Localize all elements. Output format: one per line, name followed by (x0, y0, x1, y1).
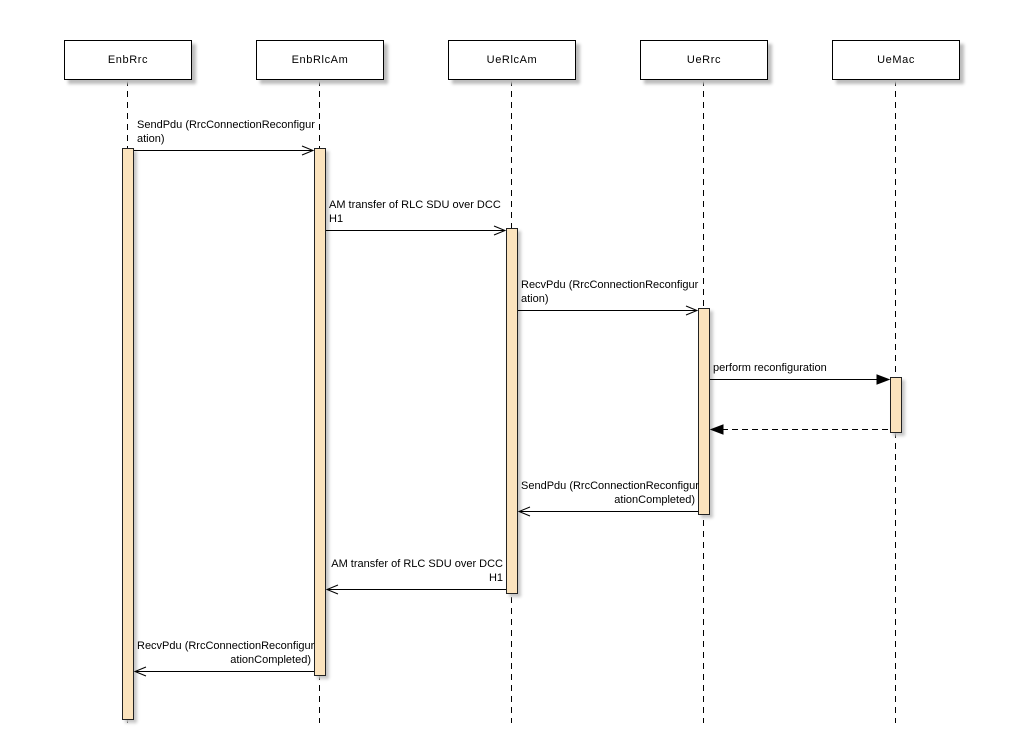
message-label-line2: ation) (521, 293, 549, 305)
message-label-line1: AM transfer of RLC SDU over DCC (331, 558, 503, 570)
message-label: AM transfer of RLC SDU over DCC H1 (326, 198, 506, 226)
participant-label-enbrrc: EnbRrc (107, 54, 149, 66)
activation-bar-enbrlcam (314, 148, 326, 676)
arrow-left-open-icon (134, 666, 314, 677)
message-label: RecvPdu (RrcConnectionReconfigur ationCo… (134, 639, 314, 667)
message-sendpdu-reconfiguration: SendPdu (RrcConnectionReconfigur ation) (134, 116, 315, 157)
message-label-line2: ation) (137, 133, 165, 145)
participant-box-uerlcam: UeRlcAm (448, 40, 576, 80)
message-label-line2: ationCompleted) (230, 654, 311, 666)
message-label-line2: H1 (329, 213, 344, 225)
message-label: SendPdu (RrcConnectionReconfigur ationCo… (518, 479, 699, 507)
message-label: RecvPdu (RrcConnectionReconfigur ation) (518, 278, 698, 306)
participant-box-uemac: UeMac (832, 40, 960, 80)
message-label: perform reconfiguration (710, 361, 890, 375)
message-am-transfer-dl: AM transfer of RLC SDU over DCC H1 (326, 196, 506, 237)
participant-box-uerrc: UeRrc (640, 40, 768, 80)
activation-bar-uerlcam (506, 228, 518, 594)
message-label-line1: RecvPdu (RrcConnectionReconfigur (521, 279, 699, 291)
message-reconfiguration-return (710, 395, 890, 436)
message-label-line1: RecvPdu (RrcConnectionReconfigur (137, 640, 315, 652)
message-sendpdu-reconfiguration-completed: SendPdu (RrcConnectionReconfigur ationCo… (518, 477, 699, 518)
message-recvpdu-reconfiguration: RecvPdu (RrcConnectionReconfigur ation) (518, 276, 698, 317)
participant-label-uemac: UeMac (877, 54, 915, 66)
message-label: AM transfer of RLC SDU over DCC H1 (326, 557, 506, 585)
participant-box-enbrlcam: EnbRlcAm (256, 40, 384, 80)
participant-label-uerrc: UeRrc (686, 54, 722, 66)
arrow-left-open-icon (518, 506, 698, 517)
arrow-right-open-icon (134, 145, 314, 156)
arrow-left-open-icon (326, 584, 506, 595)
activation-bar-uerrc (698, 308, 710, 515)
arrow-right-filled-icon (710, 374, 890, 385)
message-label-line1: AM transfer of RLC SDU over DCC (329, 199, 501, 211)
message-label-line2: ationCompleted) (614, 494, 695, 506)
participant-label-uerlcam: UeRlcAm (486, 54, 538, 66)
message-label-line1: SendPdu (RrcConnectionReconfigur (137, 119, 315, 131)
message-label-line1: perform reconfiguration (713, 362, 827, 374)
participant-label-enbrlcam: EnbRlcAm (291, 54, 349, 66)
arrow-left-filled-dashed-icon (710, 424, 890, 435)
activation-bar-uemac (890, 377, 902, 433)
message-recvpdu-reconfiguration-completed: RecvPdu (RrcConnectionReconfigur ationCo… (134, 637, 314, 678)
message-am-transfer-ul: AM transfer of RLC SDU over DCC H1 (326, 555, 506, 596)
message-perform-reconfiguration: perform reconfiguration (710, 345, 890, 386)
message-label: SendPdu (RrcConnectionReconfigur ation) (134, 118, 315, 146)
message-label-line2: H1 (488, 572, 503, 584)
participant-box-enbrrc: EnbRrc (64, 40, 192, 80)
message-label-line1: SendPdu (RrcConnectionReconfigur (521, 480, 699, 492)
arrow-right-open-icon (326, 225, 506, 236)
activation-bar-enbrrc (122, 148, 134, 720)
arrow-right-open-icon (518, 305, 698, 316)
